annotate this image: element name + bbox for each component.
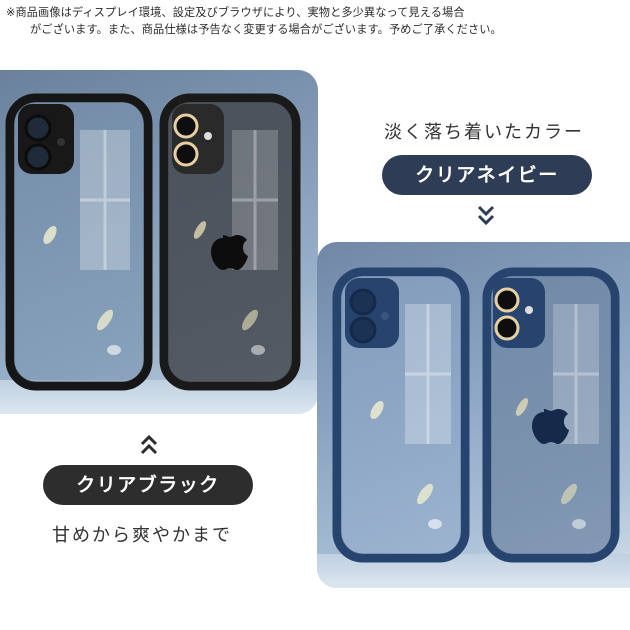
clear-black-photo: [0, 70, 318, 414]
disclaimer-line-1: ※商品画像はディスプレイ環境、設定及びブラウザにより、実物と多少異なって見える場…: [6, 6, 465, 19]
case-back-navy-2: [482, 267, 620, 563]
double-chevron-down-icon: [477, 205, 495, 226]
double-chevron-up-icon: [140, 434, 158, 455]
case-back-black-2: [159, 93, 301, 391]
disclaimer-line-2: がございます。また、商品仕様は予告なく変更する場合がございます。予めご了承くださ…: [30, 23, 502, 36]
clear-black-cases-illustration: [5, 93, 301, 391]
navy-tagline: 淡く落ち着いたカラー: [384, 122, 584, 143]
clear-navy-label: クリアネイビー: [382, 155, 592, 195]
clear-black-label: クリアブラック: [43, 465, 253, 505]
black-tagline: 甘めから爽やかまで: [52, 525, 232, 546]
case-back-navy-1: [332, 267, 470, 563]
clear-navy-cases-illustration: [332, 267, 620, 563]
disclaimer-notice: ※商品画像はディスプレイ環境、設定及びブラウザにより、実物と多少異なって見える場…: [6, 4, 626, 38]
clear-navy-photo: [317, 242, 630, 588]
case-back-black-1: [5, 93, 153, 391]
